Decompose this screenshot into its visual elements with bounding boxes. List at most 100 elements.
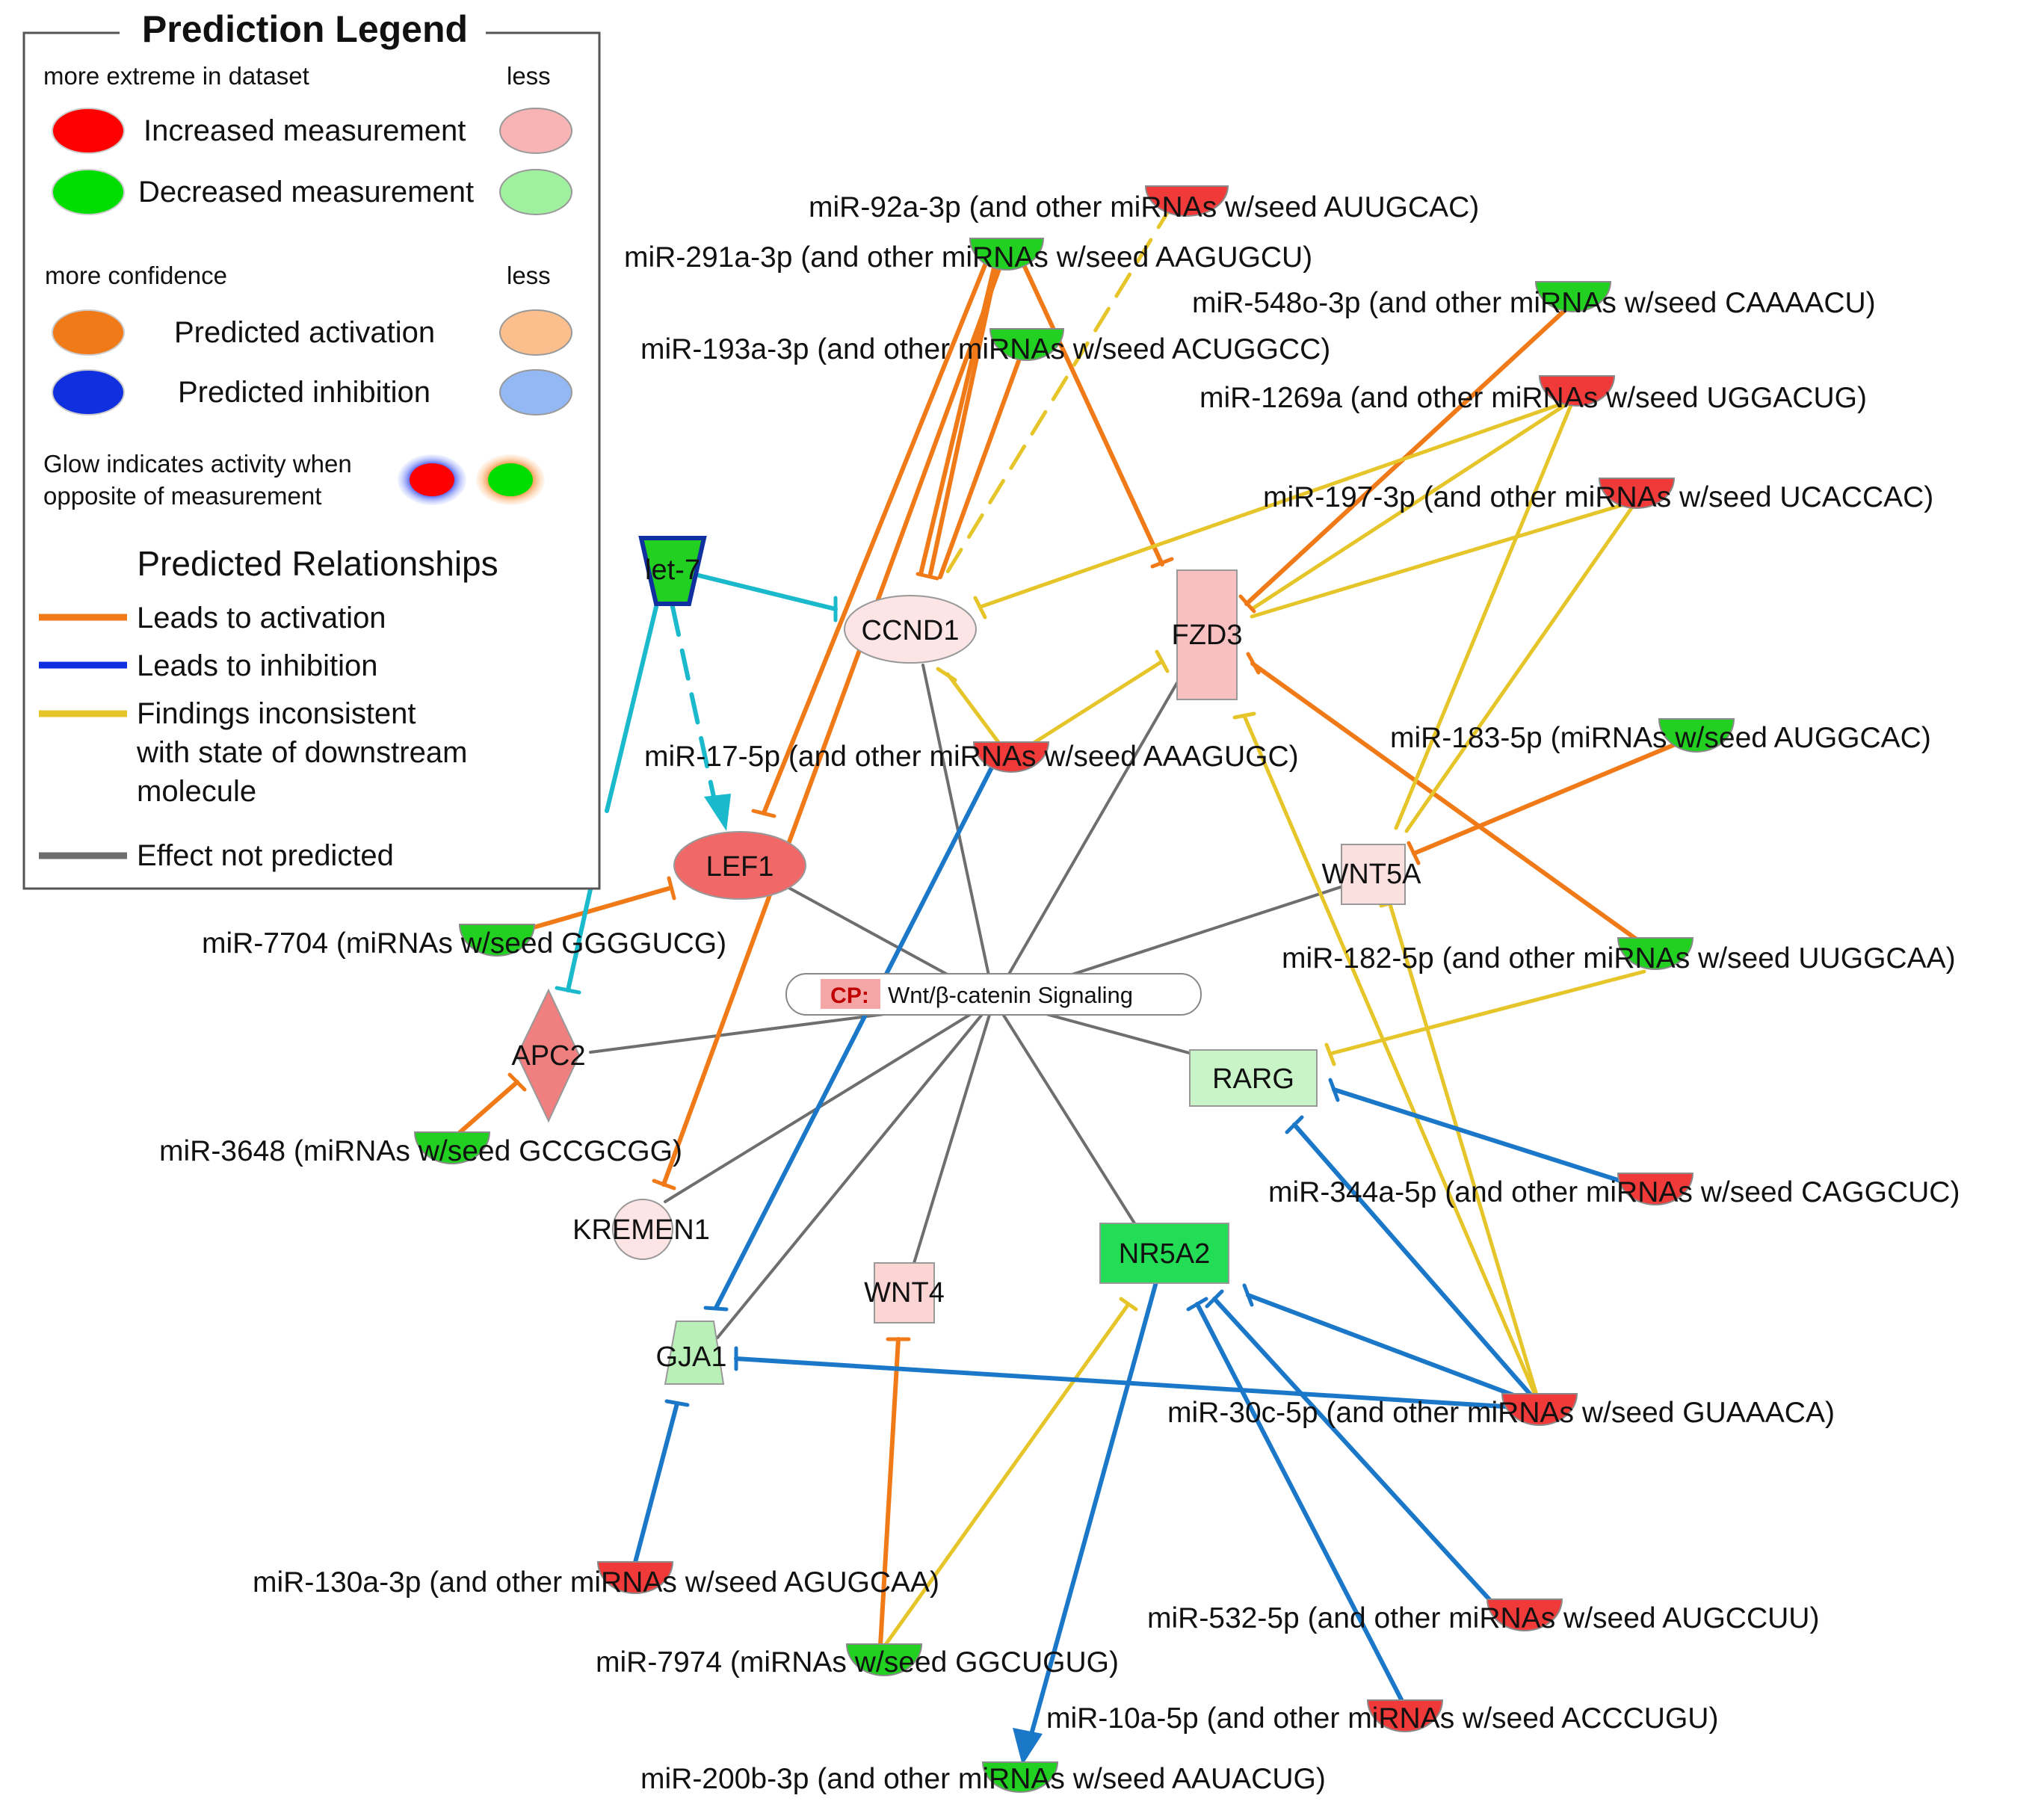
marker-mir344a [1617, 1173, 1694, 1205]
mirna-label-182[interactable]: miR-182-5p (and other miRNAs w/seed UUGG… [1282, 942, 1956, 975]
gene-nodes: let-7 CCND1 FZD3 LEF1 WNT5A APC2 RARG K [511, 536, 1422, 1385]
node-nr5a2[interactable]: NR5A2 [1099, 1223, 1229, 1284]
edge-mir193a-ccnd1 [938, 334, 1030, 579]
mirna-label-1269a[interactable]: miR-1269a (and other miRNAs w/seed UGGAC… [1199, 382, 1867, 414]
edge-mir291a-lef1 [762, 241, 996, 815]
node-wnt5a[interactable]: WNT5A [1322, 844, 1422, 905]
legend-increased-swatch [52, 108, 125, 154]
bar-ccnd1-top [916, 572, 939, 581]
marker-mir92a [1144, 185, 1229, 217]
edge-hub-kremen1 [664, 998, 995, 1203]
marker-mir182 [1617, 937, 1694, 970]
label-fzd3: FZD3 [1172, 620, 1243, 651]
legend-glow-blue-core [410, 463, 454, 496]
edge-let7-apc2 [566, 887, 593, 992]
legend-inconsistent-2: with state of downstream [136, 736, 467, 769]
mirna-label-92a[interactable]: miR-92a-3p (and other miRNAs w/seed AUUG… [809, 191, 1479, 223]
legend-activation: Predicted activation [174, 316, 435, 349]
bar-nr5a2-7974 [1119, 1297, 1138, 1312]
label-rarg: RARG [1212, 1063, 1294, 1095]
legend-inconsistent-3: molecule [137, 775, 256, 808]
bar-let7-apc2 [555, 986, 581, 995]
bar-rarg-182 [1324, 1043, 1336, 1066]
marker-mir7974 [845, 1643, 923, 1676]
edge-mir344a-rarg [1332, 1087, 1658, 1194]
legend-activation-light-swatch [499, 309, 572, 356]
edge-let7-lef1 [670, 605, 718, 809]
marker-mir291a [969, 238, 1045, 271]
bar-fzd3-548o [1238, 594, 1256, 614]
node-kremen1[interactable]: KREMEN1 [572, 1199, 710, 1260]
legend-title: Prediction Legend [142, 8, 468, 50]
node-lef1[interactable]: LEF1 [673, 831, 806, 900]
legend-inhibition-light-swatch [499, 369, 572, 416]
mirna-label-7974[interactable]: miR-7974 (miRNAs w/seed GGCUGUG) [596, 1646, 1119, 1678]
label-kremen1: KREMEN1 [572, 1214, 710, 1246]
edge-mir30c-rarg [1292, 1122, 1542, 1407]
label-let7: let-7 [645, 555, 700, 586]
marker-mir3648 [413, 1131, 491, 1164]
marker-mir183 [1658, 718, 1735, 753]
label-gja1: GJA1 [655, 1341, 726, 1373]
inhibition-edges [632, 764, 1658, 1742]
edge-mir30c-gja1 [734, 1356, 1542, 1411]
arrowhead-nr5a2-mir200b [1013, 1728, 1043, 1765]
edge-mir30c-nr5a2 [1246, 1293, 1542, 1407]
edge-hub-fzd3 [992, 675, 1182, 1001]
edge-mir7974-wnt4 [878, 1337, 901, 1648]
activation-edges [454, 238, 1697, 1648]
node-ccnd1[interactable]: CCND1 [844, 595, 977, 664]
edge-mir1269a-ccnd1 [978, 398, 1575, 609]
marker-mir197 [1598, 478, 1676, 509]
edge-mir10a-nr5a2 [1195, 1302, 1406, 1706]
mirna-label-7704[interactable]: miR-7704 (miRNAs w/seed GGGGUCG) [202, 927, 726, 960]
mirna-label-3648[interactable]: miR-3648 (miRNAs w/seed GCCGCGG) [159, 1135, 682, 1167]
edge-mir7974-nr5a2 [883, 1302, 1131, 1648]
edge-nr5a2-mir200b [1028, 1277, 1159, 1742]
label-wnt4: WNT4 [864, 1277, 945, 1309]
mirna-label-548o[interactable]: miR-548o-3p (and other miRNAs w/seed CAA… [1192, 287, 1876, 319]
mirna-label-532[interactable]: miR-532-5p (and other miRNAs w/seed AUGC… [1147, 1602, 1819, 1634]
inhibition-bars [507, 557, 1421, 1407]
legend-confidence-more: more confidence [45, 262, 227, 289]
bar-rarg-344a [1328, 1078, 1340, 1102]
node-fzd3[interactable]: FZD3 [1172, 569, 1243, 700]
mirna-label-30c[interactable]: miR-30c-5p (and other miRNAs w/seed GUAA… [1167, 1397, 1835, 1429]
edge-mir3648-apc2 [454, 1080, 519, 1138]
mirna-label-344a[interactable]: miR-344a-5p (and other miRNAs w/seed CAG… [1268, 1176, 1960, 1208]
edge-mir291a-fzd3 [1010, 238, 1164, 566]
mirna-label-200b[interactable]: miR-200b-3p (and other miRNAs w/seed AAU… [640, 1763, 1326, 1795]
legend-glow-line1: Glow indicates activity when [43, 450, 352, 478]
legend-leads-activation: Leads to activation [137, 602, 386, 634]
label-nr5a2: NR5A2 [1119, 1238, 1211, 1270]
marker-mir200b [981, 1761, 1059, 1793]
edge-mir548o-fzd3 [1244, 300, 1575, 606]
edge-mir17-fzd3 [1010, 659, 1164, 759]
pathway-hub[interactable]: CP: Wnt/β-catenin Signaling [785, 973, 1202, 1016]
label-wnt5a: WNT5A [1322, 859, 1422, 890]
node-let7[interactable]: let-7 [638, 536, 707, 606]
mirna-label-197[interactable]: miR-197-3p (and other miRNAs w/seed UCAC… [1263, 481, 1933, 513]
mirna-label-193a[interactable]: miR-193a-3p (and other miRNAs w/seed ACU… [640, 333, 1330, 365]
node-rarg[interactable]: RARG [1189, 1049, 1318, 1107]
edge-mir17-gja1 [714, 764, 995, 1310]
node-apc2[interactable]: APC2 [511, 988, 586, 1123]
mirna-label-183[interactable]: miR-183-5p (miRNAs w/seed AUGGCAC) [1390, 722, 1931, 754]
mirna-label-10a[interactable]: miR-10a-5p (and other miRNAs w/seed ACCC… [1046, 1702, 1718, 1735]
mirna-label-17[interactable]: miR-17-5p (and other miRNAs w/seed AAAGU… [644, 741, 1299, 773]
bar-gja1-17 [703, 1306, 729, 1312]
prediction-legend: Prediction Legend more extreme in datase… [22, 7, 601, 890]
edge-mir1269a-wnt5a [1394, 398, 1575, 830]
mirna-label-291a[interactable]: miR-291a-3p (and other miRNAs w/seed AAG… [624, 241, 1312, 274]
mirna-label-130a[interactable]: miR-130a-3p (and other miRNAs w/seed AGU… [253, 1566, 939, 1599]
edge-mir130a-gja1 [632, 1401, 679, 1570]
marker-mir532 [1486, 1599, 1563, 1631]
node-wnt4[interactable]: WNT4 [864, 1262, 945, 1324]
pathway-name: Wnt/β-catenin Signaling [888, 982, 1133, 1008]
legend-measure-more: more extreme in dataset [43, 62, 309, 90]
edge-hub-nr5a2 [992, 998, 1137, 1227]
marker-mir193a [989, 328, 1065, 361]
node-gja1[interactable]: GJA1 [655, 1321, 727, 1385]
legend-increased: Increased measurement [143, 114, 466, 147]
inconsistent-edges [883, 203, 1646, 1648]
